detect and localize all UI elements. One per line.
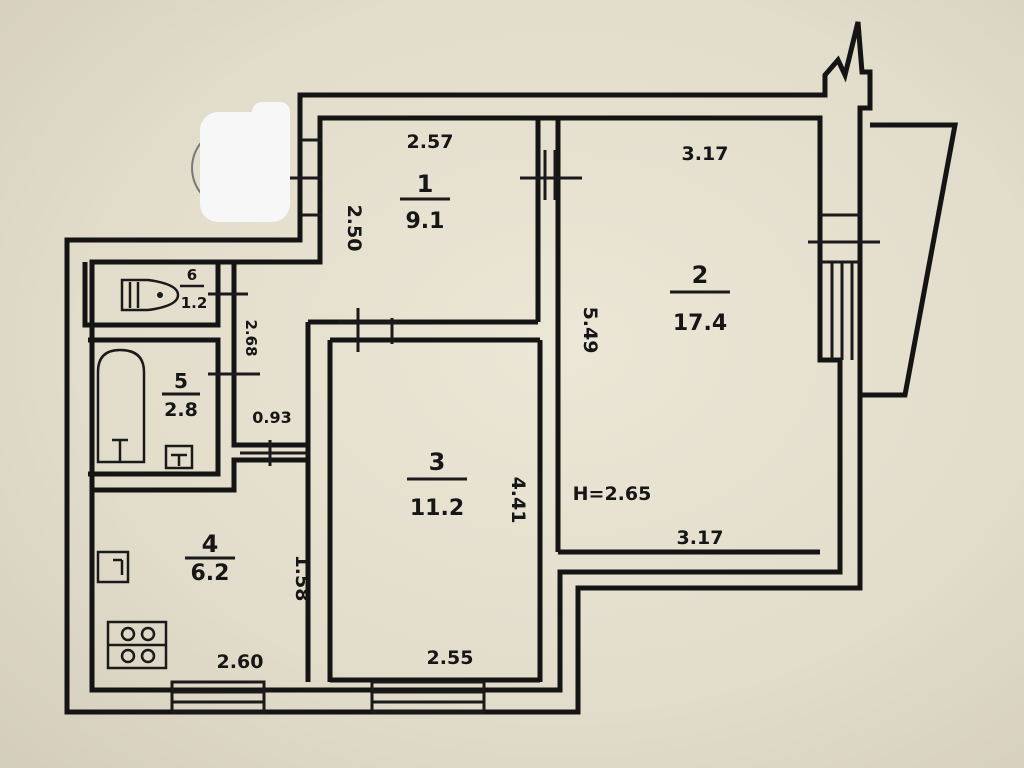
dim-room2-side: 5.49 xyxy=(579,307,601,354)
dim-room2-bottom: 3.17 xyxy=(677,527,724,549)
room-1-area: 9.1 xyxy=(406,209,445,234)
room-4-number: 4 xyxy=(202,530,219,558)
dim-room1-top: 2.57 xyxy=(407,131,454,153)
dim-room4-bottom: 2.60 xyxy=(217,651,264,673)
doors xyxy=(208,138,582,466)
dim-room3-bottom: 2.55 xyxy=(427,647,474,669)
dim-room3-side: 4.41 xyxy=(507,477,529,524)
room-5-number: 5 xyxy=(174,369,188,393)
erased-mark xyxy=(191,102,290,222)
dim-corridor-width: 0.93 xyxy=(252,408,291,427)
partitions xyxy=(82,118,820,683)
room-3-area: 11.2 xyxy=(410,496,464,521)
dim-room1-side: 2.50 xyxy=(343,205,365,252)
room-labels: 1 9.1 2 17.4 3 11.2 4 6.2 5 2.8 6 1.2 xyxy=(162,170,730,586)
fixtures xyxy=(96,278,194,670)
ceiling-height: H=2.65 xyxy=(573,483,652,505)
room-6-number: 6 xyxy=(187,266,197,284)
room-2-number: 2 xyxy=(692,261,709,289)
dim-corridor-side: 2.68 xyxy=(242,319,260,356)
room-5-area: 2.8 xyxy=(164,399,198,421)
outer-walls xyxy=(64,21,873,715)
dim-room4-side: 1.58 xyxy=(291,555,313,602)
dim-room2-top: 3.17 xyxy=(682,143,729,165)
room-1-number: 1 xyxy=(417,170,434,198)
windows xyxy=(170,680,486,714)
room-4-area: 6.2 xyxy=(191,561,230,586)
room-2-area: 17.4 xyxy=(673,311,727,336)
room-6-area: 1.2 xyxy=(181,294,208,312)
dimension-labels: 2.57 3.17 3.17 H=2.65 2.55 2.60 0.93 2.5… xyxy=(217,131,729,673)
room-3-number: 3 xyxy=(429,448,446,476)
balcony xyxy=(808,122,959,398)
